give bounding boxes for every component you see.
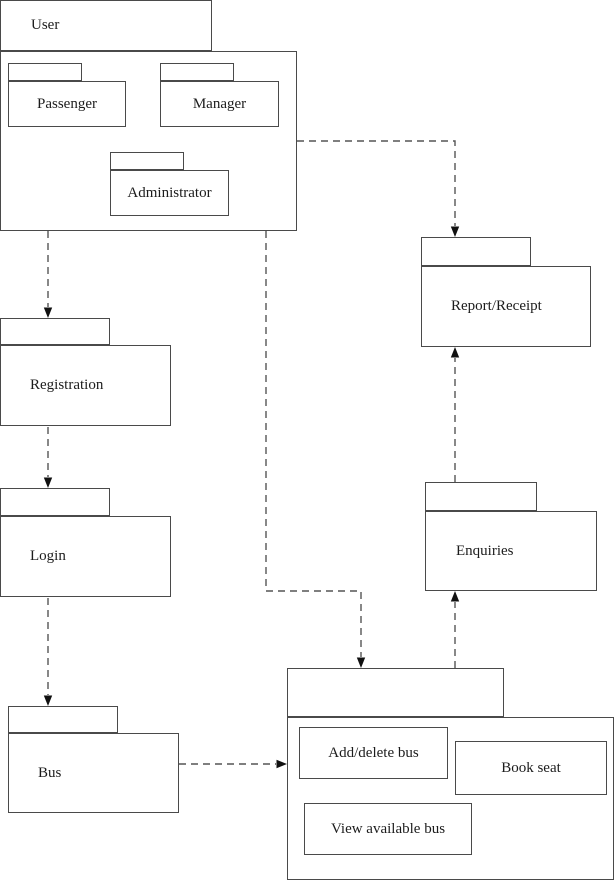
arrowhead-down-bus: [43, 695, 53, 706]
passenger-package-tab: [8, 63, 82, 81]
administrator-package-tab: [110, 152, 184, 170]
arrowhead-right-operations: [276, 759, 287, 769]
administrator-package-body: Administrator: [110, 170, 229, 216]
connector-operations-to-enquiries: [450, 591, 460, 668]
administrator-package-label: Administrator: [127, 184, 212, 201]
user-package-label: User: [31, 17, 60, 33]
book-seat-label: Book seat: [501, 759, 561, 776]
bus-operations-package-tab: [287, 668, 504, 717]
report-receipt-package-body: Report/Receipt: [421, 266, 591, 347]
user-package-tab: User: [0, 0, 212, 51]
connector-registration-to-login: [43, 427, 53, 488]
connector-bus-to-operations: [179, 759, 287, 769]
book-seat-box: Book seat: [455, 741, 607, 795]
registration-package-label: Registration: [30, 377, 104, 393]
login-package-tab: [0, 488, 110, 516]
bus-package-body: Bus: [8, 733, 179, 813]
connector-enquiries-to-report: [450, 347, 460, 482]
view-available-bus-label: View available bus: [330, 820, 446, 837]
registration-package-body: Registration: [0, 345, 171, 426]
passenger-package-label: Passenger: [37, 95, 97, 112]
connector-user-to-report: [297, 140, 460, 237]
passenger-package-body: Passenger: [8, 81, 126, 127]
bus-package-tab: [8, 706, 118, 733]
arrowhead-down-report: [450, 226, 460, 237]
enquiries-package-tab: [425, 482, 537, 511]
arrowhead-down-registration: [43, 307, 53, 318]
manager-package-body: Manager: [160, 81, 279, 127]
manager-package-label: Manager: [192, 95, 247, 112]
connector-user-to-operations: [265, 231, 366, 668]
add-delete-bus-box: Add/delete bus: [299, 727, 448, 779]
add-delete-bus-label: Add/delete bus: [328, 744, 419, 761]
login-package-body: Login: [0, 516, 171, 597]
connector-login-to-bus: [43, 598, 53, 706]
arrowhead-down-login: [43, 477, 53, 488]
manager-package-tab: [160, 63, 234, 81]
registration-package-tab: [0, 318, 110, 345]
arrowhead-down-operations: [356, 657, 366, 668]
enquiries-package-body: Enquiries: [425, 511, 597, 591]
arrowhead-up-enquiries: [450, 591, 460, 602]
report-receipt-package-tab: [421, 237, 531, 266]
view-available-bus-box: View available bus: [304, 803, 472, 855]
report-receipt-package-label: Report/Receipt: [451, 298, 542, 314]
connector-user-to-registration: [43, 231, 53, 318]
login-package-label: Login: [30, 548, 66, 564]
bus-package-label: Bus: [38, 764, 62, 781]
enquiries-package-label: Enquiries: [456, 542, 514, 559]
arrowhead-up-report: [450, 347, 460, 358]
